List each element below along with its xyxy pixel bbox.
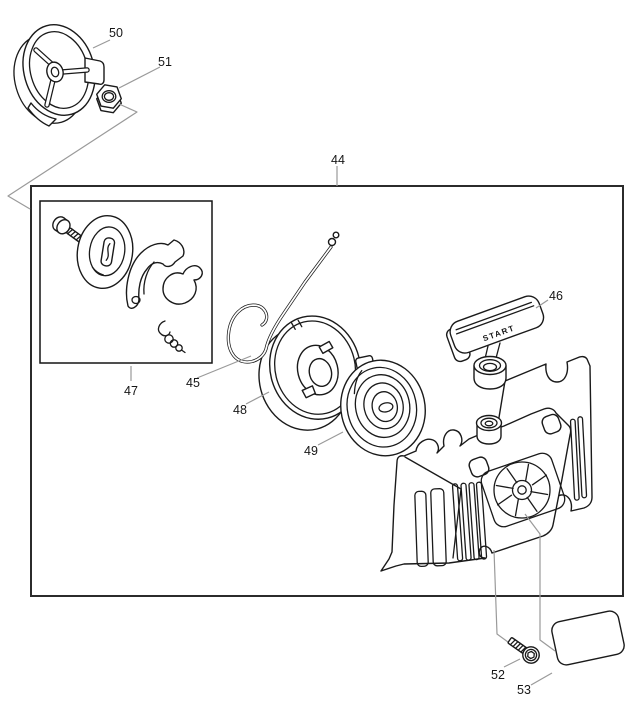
plate-53 <box>551 610 625 666</box>
pawl-plate <box>76 214 134 290</box>
housing-boss-tab <box>468 456 490 478</box>
leader-lines <box>7 39 556 686</box>
rope-knot <box>327 237 337 247</box>
spiral-spring-49 <box>340 355 426 457</box>
housing-fan-emblem <box>493 461 551 519</box>
starter-grip-46: START <box>445 295 545 390</box>
pawl-guide <box>162 265 203 305</box>
housing-vent-slots-left <box>414 488 447 568</box>
pawl <box>125 239 185 309</box>
housing-vent-slots-right <box>451 481 488 562</box>
bolt-52 <box>507 637 540 664</box>
pawl-spring <box>157 320 186 354</box>
part-label-52: 52 <box>491 668 505 682</box>
part-label-49: 49 <box>304 444 318 458</box>
part-label-47: 47 <box>124 384 138 398</box>
pulley-lug <box>84 57 105 85</box>
part-label-46: 46 <box>549 289 563 303</box>
part-label-51: 51 <box>158 55 172 69</box>
pawl-kit-parts-47 <box>52 214 203 354</box>
part-label-53: 53 <box>517 683 531 697</box>
starter-pulley-50 <box>13 24 105 127</box>
hex-nut-51 <box>96 84 122 114</box>
starter-rope-45 <box>226 231 340 364</box>
part-label-45: 45 <box>186 376 200 390</box>
part-label-50: 50 <box>109 26 123 40</box>
part-label-44: 44 <box>331 153 345 167</box>
part-label-48: 48 <box>233 403 247 417</box>
housing-boss-tab <box>541 413 562 435</box>
starter-housing-44 <box>380 355 593 572</box>
housing-recess-panel <box>480 452 566 528</box>
rope-drum-48 <box>258 315 362 431</box>
housing-rope-boss <box>475 414 503 445</box>
part-labels: 44 45 46 47 48 49 50 51 52 53 <box>109 26 563 697</box>
assembly-boundary-box <box>30 185 624 597</box>
housing-plate-slots <box>569 416 588 501</box>
